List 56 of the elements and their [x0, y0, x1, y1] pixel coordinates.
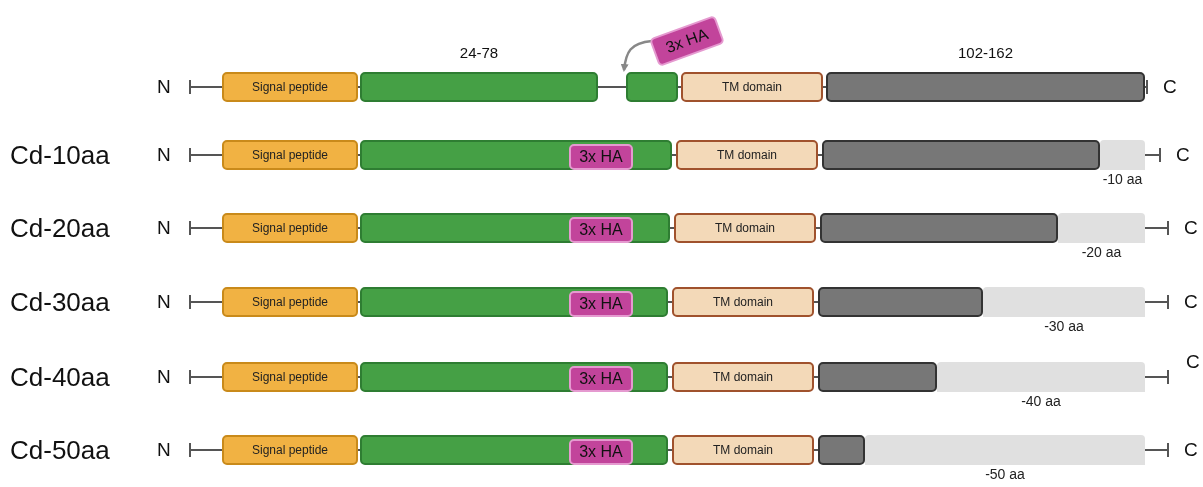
- terminus-label: C: [1176, 144, 1190, 166]
- domain-box: [360, 140, 672, 170]
- domain-box: [360, 362, 668, 392]
- domain-box: TM domain: [672, 362, 814, 392]
- terminus-label: C: [1186, 351, 1200, 373]
- domain-box: [826, 72, 1145, 102]
- deletion-box: -40 aa: [937, 362, 1145, 409]
- domain-box: [360, 213, 670, 243]
- signal-peptide-box: Signal peptide: [222, 287, 358, 317]
- signal-peptide-box: Signal peptide: [222, 362, 358, 392]
- tag-box: 3x HA: [649, 14, 725, 68]
- domain-box: TM domain: [676, 140, 818, 170]
- domain-box: [820, 213, 1058, 243]
- domain-box: TM domain: [681, 72, 823, 102]
- arrow: [620, 39, 653, 72]
- domain-box: [360, 435, 668, 465]
- tag-box: 3x HA: [569, 217, 633, 243]
- terminus-label: N: [157, 217, 171, 239]
- construct-label: Cd-50aa: [10, 435, 110, 466]
- domain-box: [360, 72, 598, 102]
- domain-box: [818, 362, 937, 392]
- construct-label: Cd-30aa: [10, 287, 110, 318]
- signal-peptide-box: Signal peptide: [222, 72, 358, 102]
- signal-peptide-box: Signal peptide: [222, 435, 358, 465]
- domain-box: TM domain: [672, 435, 814, 465]
- domain-box: TM domain: [674, 213, 816, 243]
- signal-peptide-box: Signal peptide: [222, 140, 358, 170]
- domain-box: [818, 287, 983, 317]
- deletion-box: -10 aa: [1100, 140, 1145, 187]
- residue-range: 102-162: [956, 44, 1015, 61]
- terminus-label: C: [1184, 291, 1198, 313]
- construct-label: Cd-20aa: [10, 213, 110, 244]
- signal-peptide-box: Signal peptide: [222, 213, 358, 243]
- terminus-label: N: [157, 366, 171, 388]
- tag-box: 3x HA: [569, 439, 633, 465]
- domain-box: [822, 140, 1100, 170]
- construct-label: Cd-10aa: [10, 140, 110, 171]
- deletion-box: -30 aa: [983, 287, 1145, 334]
- terminus-label: C: [1163, 76, 1177, 98]
- residue-range: 24-78: [458, 44, 500, 61]
- domain-box: [626, 72, 678, 102]
- terminus-label: N: [157, 439, 171, 461]
- terminus-label: N: [157, 144, 171, 166]
- domain-box: [818, 435, 865, 465]
- terminus-label: C: [1184, 439, 1198, 461]
- deletion-box: -20 aa: [1058, 213, 1145, 260]
- terminus-label: N: [157, 76, 171, 98]
- domain-box: [360, 287, 668, 317]
- construct-label: Cd-40aa: [10, 362, 110, 393]
- deletion-box: -50 aa: [865, 435, 1145, 482]
- terminus-label: C: [1184, 217, 1198, 239]
- tag-box: 3x HA: [569, 291, 633, 317]
- terminus-label: N: [157, 291, 171, 313]
- domain-box: TM domain: [672, 287, 814, 317]
- tag-box: 3x HA: [569, 366, 633, 392]
- tag-box: 3x HA: [569, 144, 633, 170]
